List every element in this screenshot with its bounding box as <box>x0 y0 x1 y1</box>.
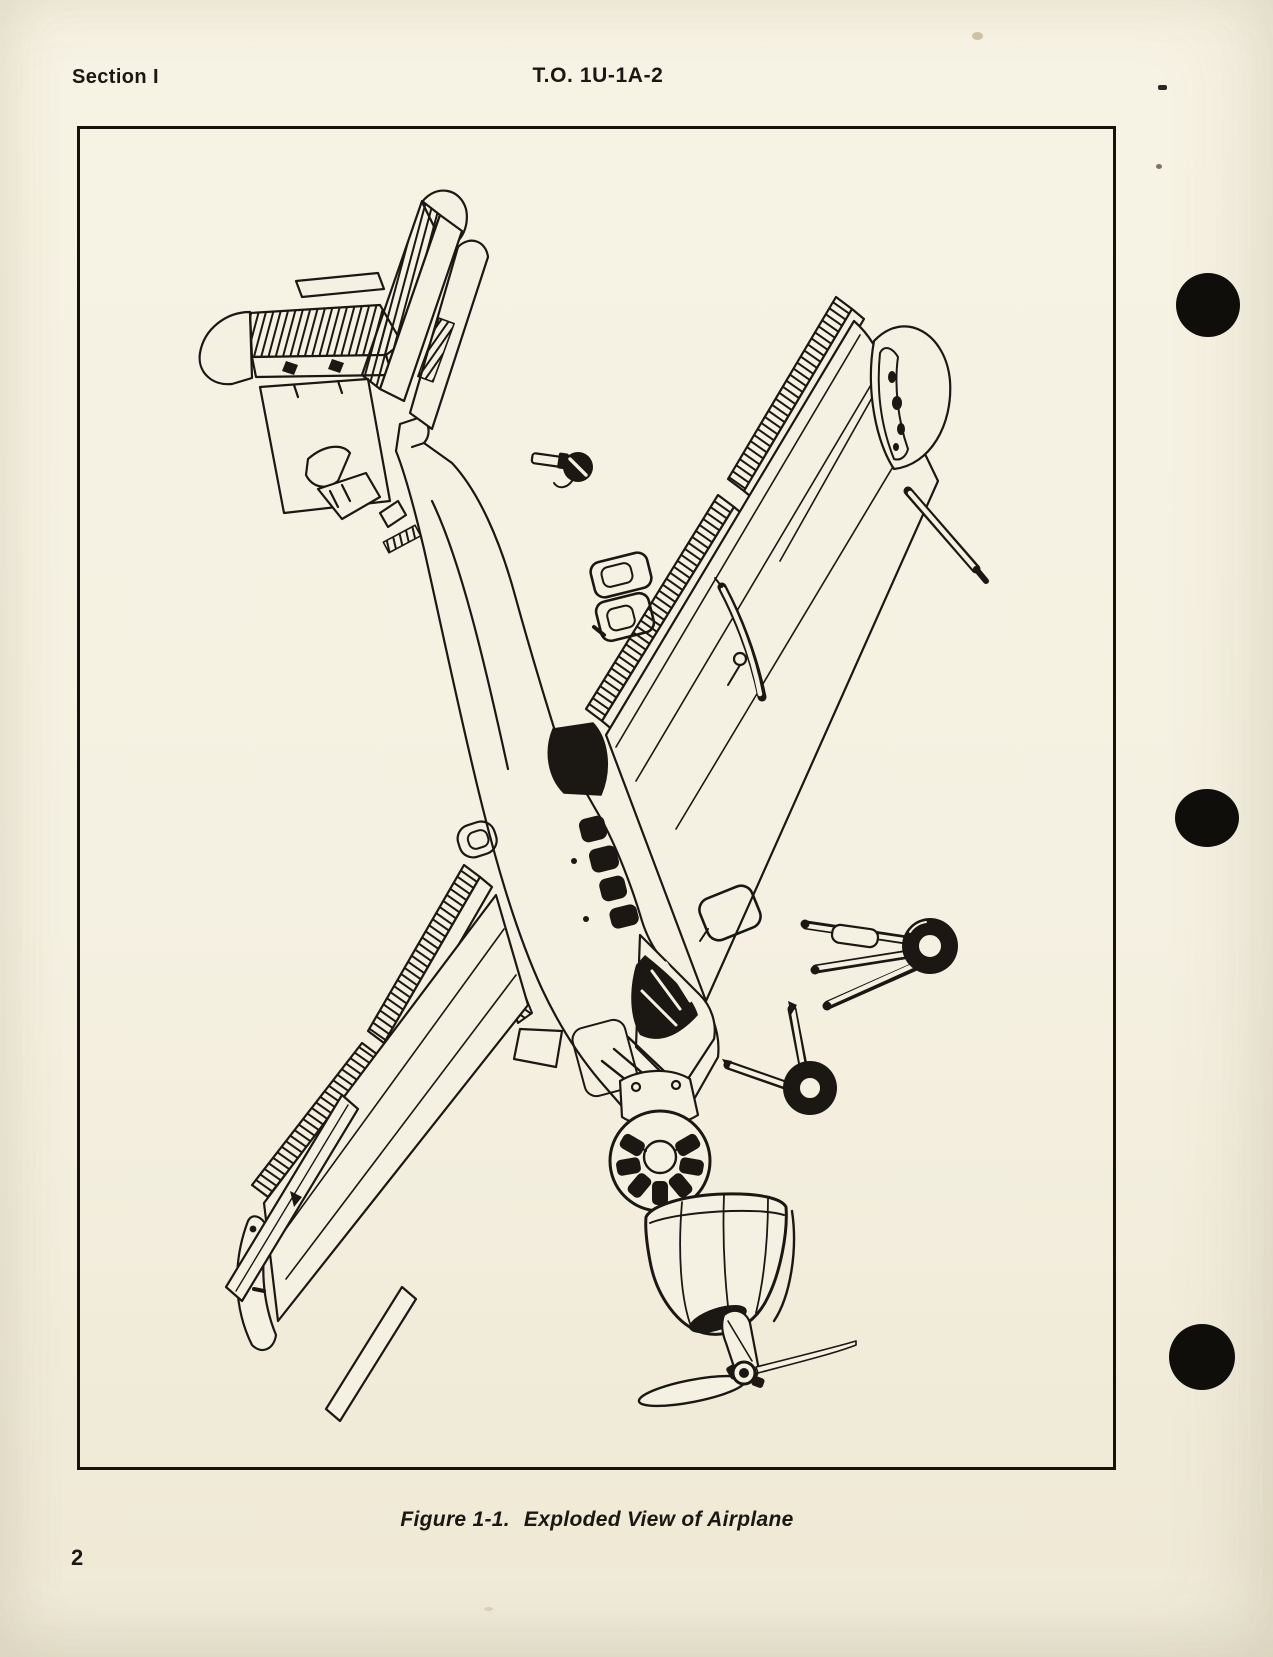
fuselage <box>394 415 720 1133</box>
scan-speck <box>1156 164 1162 169</box>
figure-frame <box>77 126 1116 1470</box>
lift-strut <box>714 577 767 702</box>
vertical-fin <box>378 213 464 403</box>
cockpit <box>600 933 716 1093</box>
stabilizer-upper-half <box>294 271 386 299</box>
left-wing-panel <box>262 893 530 1323</box>
scan-speck <box>484 1607 493 1611</box>
exploded-view-illustration <box>198 189 989 1423</box>
tailwheel-bracket <box>727 651 748 686</box>
landing-gear <box>698 884 958 1115</box>
prop-blade-right <box>755 1340 857 1374</box>
cabin-windows <box>571 815 639 929</box>
main-wheel-right <box>902 918 958 974</box>
right-wing <box>584 295 989 1003</box>
figure-caption: Figure 1-1. Exploded View of Airplane <box>400 1508 793 1532</box>
step-panel <box>512 1027 564 1069</box>
wing-tip-lightening-holes <box>888 371 905 451</box>
cowling <box>644 1192 796 1336</box>
binder-hole-top <box>1176 273 1240 337</box>
scan-speck <box>1158 85 1167 90</box>
technical-order-number: T.O. 1U-1A-2 <box>532 64 664 87</box>
radial-engine <box>608 1109 712 1213</box>
skylight-window <box>547 722 608 796</box>
stabilizer-tip <box>198 310 254 386</box>
prop-hub <box>726 1360 765 1388</box>
bolt-fitting <box>530 452 593 489</box>
powerplant <box>608 1069 857 1408</box>
section-label: Section I <box>72 66 159 88</box>
binder-hole-bottom <box>1169 1324 1235 1390</box>
left-aileron <box>324 1285 418 1423</box>
main-wheel-left <box>783 1061 837 1115</box>
figure-label: Figure 1-1. <box>400 1508 510 1531</box>
right-wing-strut <box>903 486 989 584</box>
tail-assembly <box>198 189 490 554</box>
propeller <box>637 1309 857 1408</box>
door-opening <box>571 1018 639 1098</box>
figure-title: Exploded View of Airplane <box>523 1508 794 1531</box>
wing-attach-ring <box>456 820 498 859</box>
tail-fairings <box>304 445 422 554</box>
left-wing <box>224 863 530 1423</box>
binder-hole-middle <box>1175 789 1239 847</box>
cabin-door <box>698 884 762 942</box>
scan-speck <box>972 32 983 40</box>
page-number: 2 <box>71 1545 84 1570</box>
